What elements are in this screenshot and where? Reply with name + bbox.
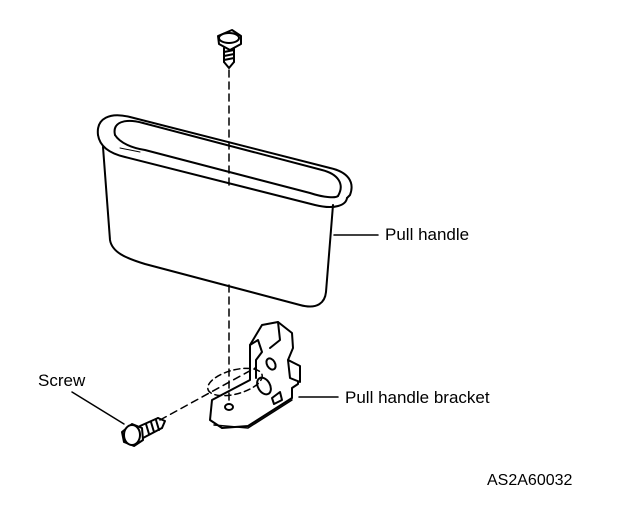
screw-leader [72, 392, 124, 424]
pull-handle-bracket-part [210, 322, 300, 428]
side-axis-line [160, 368, 255, 420]
figure-code: AS2A60032 [487, 472, 573, 489]
pull-handle-bracket-label: Pull handle bracket [345, 388, 490, 407]
screw-label: Screw [38, 371, 86, 390]
screw-icon [122, 418, 165, 446]
pull-handle-label: Pull handle [385, 225, 470, 244]
clip-outline [205, 363, 265, 401]
top-screw-icon [218, 30, 241, 68]
pull-handle-part [98, 115, 352, 306]
